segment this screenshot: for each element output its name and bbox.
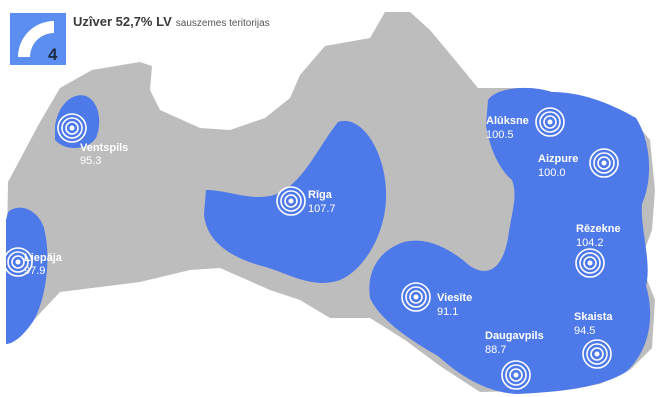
station-5[interactable]: Rēzekne 104.2 — [575, 223, 621, 278]
station-name: Rīga — [308, 189, 333, 201]
radio-signal-icon — [401, 282, 431, 312]
badge-logo-icon: 4 — [10, 13, 66, 65]
station-frequency: 100.0 — [538, 167, 566, 179]
coverage-subtitle: sauszemes teritorijas — [175, 18, 270, 29]
radio-signal-icon — [535, 107, 565, 137]
station-name: Aizpure — [538, 153, 578, 165]
radio-signal-icon — [276, 186, 306, 216]
station-frequency: 100.5 — [486, 129, 514, 141]
radio-signal-icon — [3, 247, 33, 277]
coverage-ventspils — [55, 95, 100, 149]
coverage-liepaja — [6, 207, 48, 344]
coverage-riga — [204, 120, 387, 283]
coverage-title: Uzîver 52,7% LV — [73, 14, 172, 29]
station-4[interactable]: Aizpure 100.0 — [538, 148, 619, 179]
radio-signal-icon — [575, 248, 605, 278]
station-8[interactable]: Skaista 94.5 — [574, 311, 613, 369]
station-name: Rēzekne — [576, 223, 621, 235]
station-name: Alūksne — [486, 115, 529, 127]
radio-signal-icon — [582, 339, 612, 369]
station-6[interactable]: Viesīte 91.1 — [401, 282, 472, 318]
station-frequency: 104.2 — [576, 237, 604, 249]
badge-number: 4 — [48, 45, 58, 64]
radio-signal-icon — [57, 113, 87, 143]
station-name: Viesīte — [437, 292, 472, 304]
station-name: Daugavpils — [485, 330, 544, 342]
station-name: Skaista — [574, 311, 613, 323]
station-frequency: 107.7 — [308, 203, 336, 215]
station-frequency: 91.1 — [437, 306, 458, 318]
station-frequency: 95.3 — [80, 155, 101, 167]
radio-signal-icon — [589, 148, 619, 178]
station-frequency: 88.7 — [485, 344, 506, 356]
station-name: Liepāja — [24, 252, 63, 264]
station-2[interactable]: Rīga 107.7 — [276, 186, 336, 216]
station-3[interactable]: Alūksne 100.5 — [486, 107, 565, 141]
station-name: Ventspils — [80, 142, 128, 154]
coverage-east — [369, 87, 651, 395]
station-frequency: 97.9 — [24, 265, 45, 277]
station-frequency: 94.5 — [574, 325, 595, 337]
radio-signal-icon — [501, 360, 531, 390]
station-7[interactable]: Daugavpils 88.7 — [485, 330, 544, 390]
